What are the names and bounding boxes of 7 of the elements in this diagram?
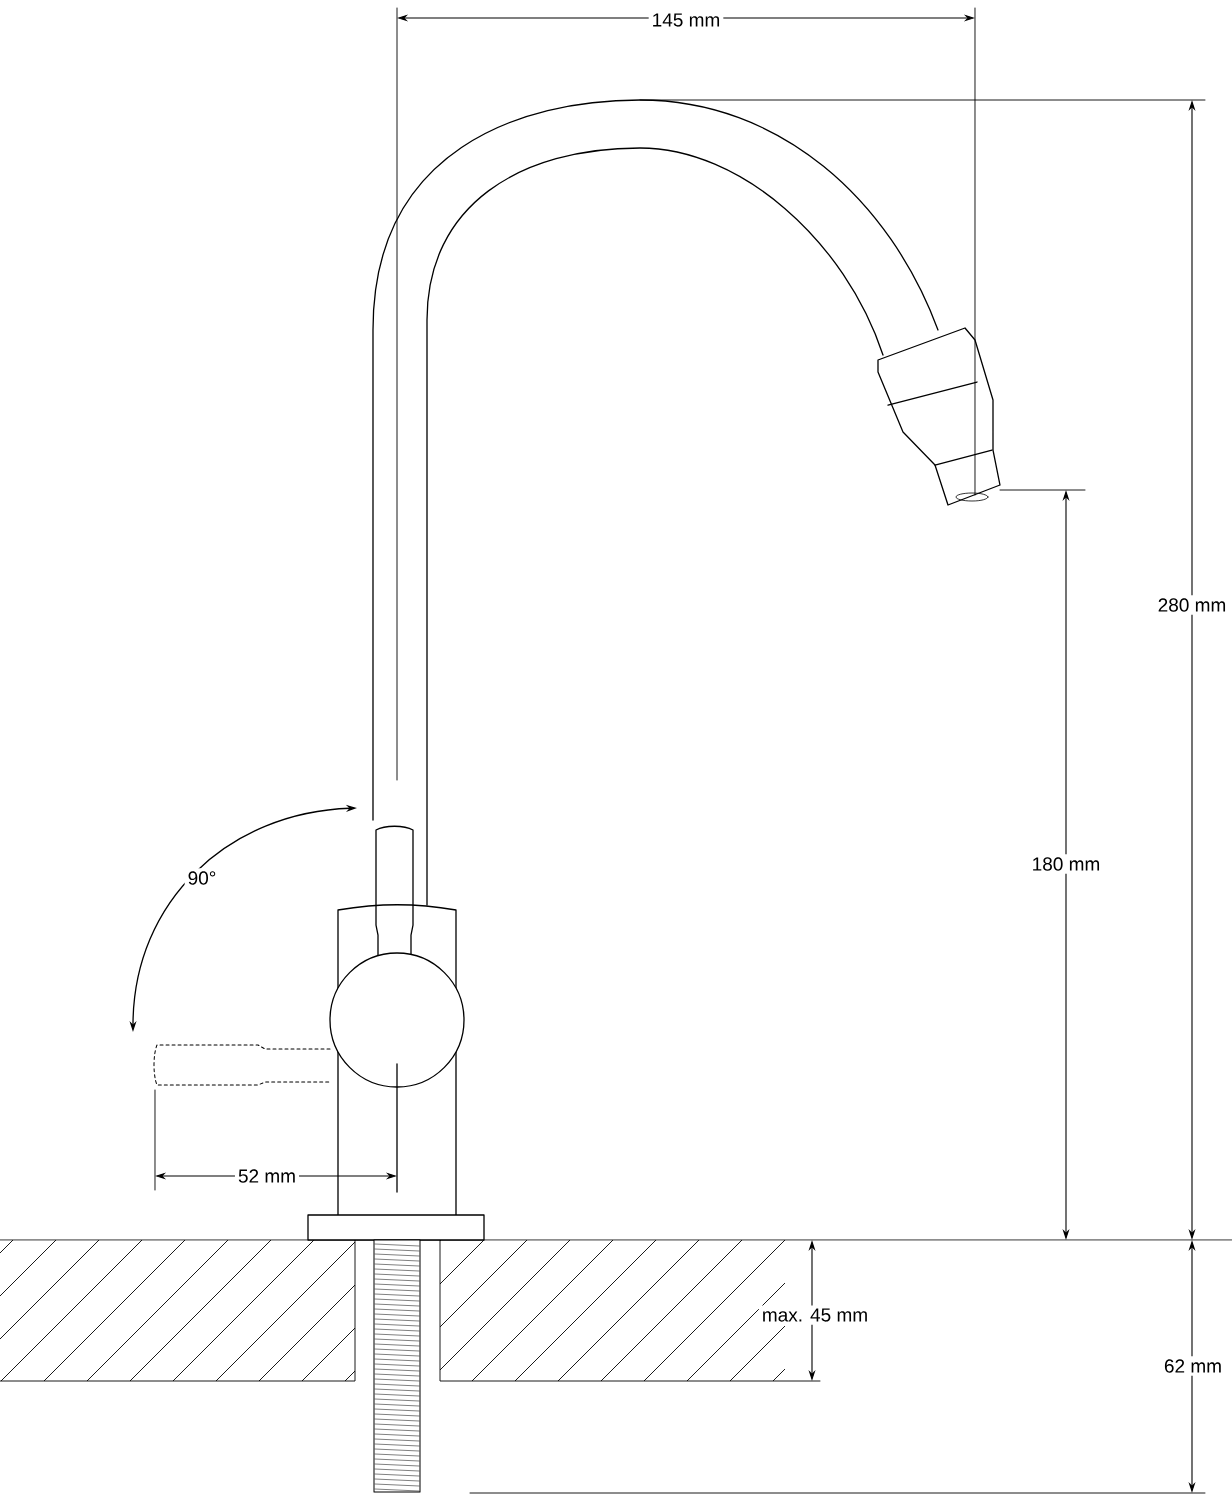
dimension-label: 280 mm [1154,595,1230,615]
dimension-label: max. 45 mm [758,1305,872,1325]
dimension-label: 90° [184,868,220,888]
dimension-label: 62 mm [1160,1356,1226,1376]
dimension-label: 180 mm [1028,854,1104,874]
dimension-label: 145 mm [648,10,724,30]
dimension-label: 52 mm [234,1166,300,1186]
